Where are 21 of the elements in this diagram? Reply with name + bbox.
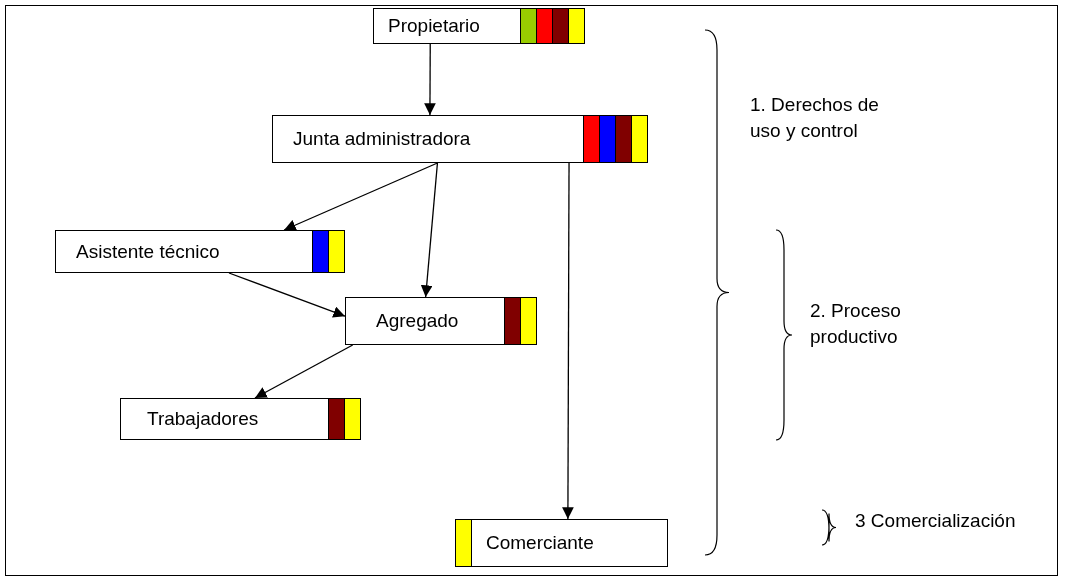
section-label: 3 Comercialización <box>855 509 1017 533</box>
arrow <box>420 162 439 298</box>
process-box <box>455 519 668 567</box>
process-box <box>373 8 585 44</box>
arrow <box>562 162 574 520</box>
process-box <box>345 297 537 345</box>
process-box <box>55 230 345 273</box>
arrow <box>283 162 439 231</box>
process-box <box>120 398 361 440</box>
section-label: 2. Proceso productivo <box>810 299 902 349</box>
process-box <box>272 115 648 163</box>
node-label: Agregado <box>376 310 459 332</box>
arrow <box>254 344 354 399</box>
arrow <box>424 43 436 116</box>
node-label: Comerciante <box>486 532 594 554</box>
node-label: Asistente técnico <box>76 240 220 263</box>
node-label: Propietario <box>388 15 480 37</box>
section-label: 1. Derechos de uso y control <box>750 93 880 143</box>
node-label: Trabajadores <box>147 408 259 430</box>
node-label: Junta administradora <box>293 128 471 150</box>
arrow <box>228 272 346 318</box>
